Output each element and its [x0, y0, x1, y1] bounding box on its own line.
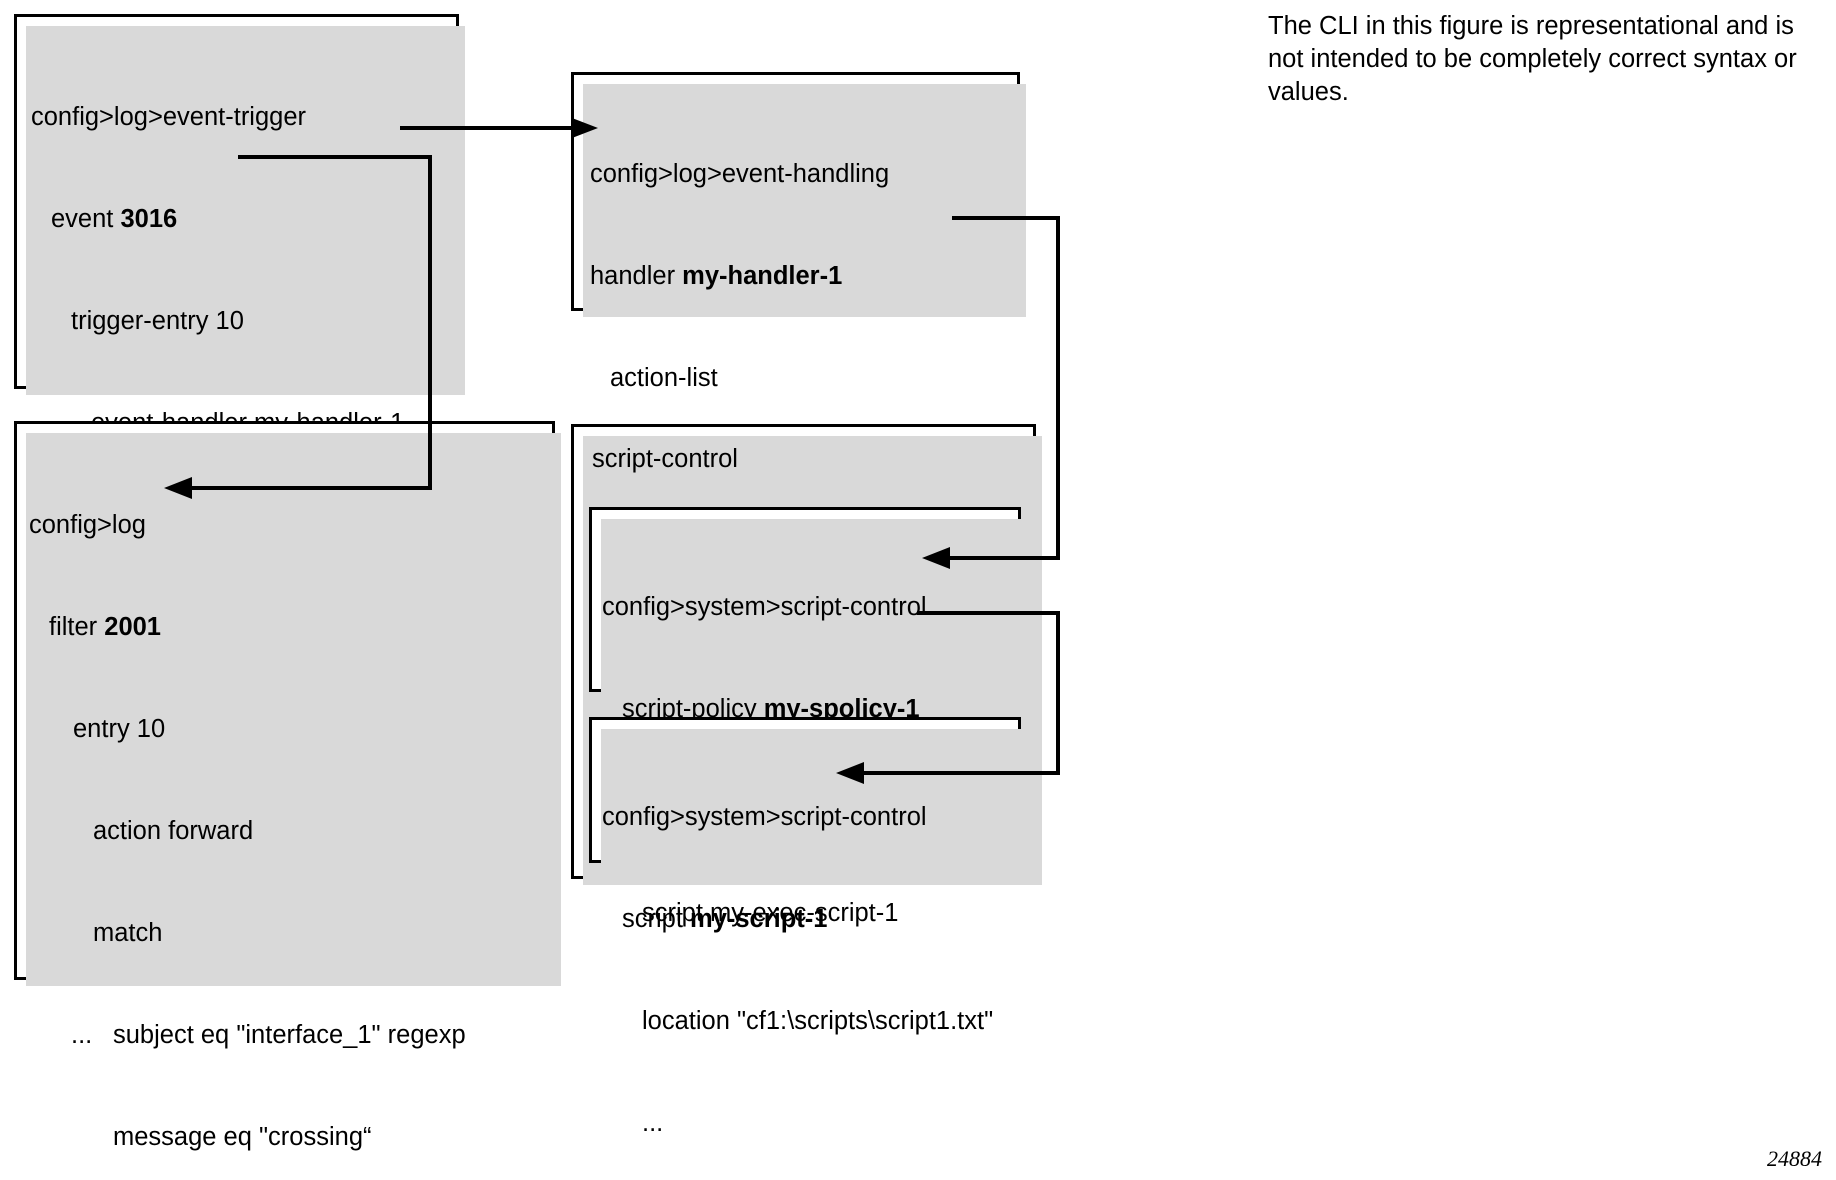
- cli-line: action forward: [29, 814, 550, 848]
- cli-text: location "cf1:\scripts\script1.txt": [642, 1007, 994, 1035]
- cli-text: action forward: [93, 817, 254, 845]
- cli-line: action-list: [590, 361, 935, 395]
- cli-line: entry 10: [29, 712, 550, 746]
- cli-line: script my-exec-script-1: [602, 896, 927, 930]
- cli-line: filter 2001: [29, 610, 550, 644]
- cli-text: script my-exec-script-1: [642, 899, 899, 927]
- cli-line: config>system>script-control: [602, 590, 927, 624]
- cli-text: config>log>event-trigger: [31, 103, 307, 131]
- script-control-title: script-control: [592, 445, 738, 473]
- cli-line: trigger-entry 10: [31, 304, 404, 338]
- cli-line: ...: [31, 1018, 404, 1052]
- cli-text: filter: [49, 613, 105, 641]
- cli-text: script: [622, 905, 691, 933]
- cli-text: match: [93, 919, 163, 947]
- cli-text: trigger-entry 10: [71, 307, 244, 335]
- box-event-trigger: config>log>event-trigger event 3016 trig…: [14, 14, 465, 1049]
- cli-text: config>log: [29, 511, 146, 539]
- cli-line: config>log>event-trigger: [31, 100, 404, 134]
- box-script-policy: config>system>script-control script-poli…: [589, 507, 1027, 927]
- cli-text: ...: [642, 1109, 664, 1137]
- cli-line: ...: [602, 1106, 993, 1140]
- cli-bold: my-script-1: [690, 905, 828, 933]
- cli-line: handler my-handler-1: [590, 259, 935, 293]
- cli-bold: 2001: [104, 613, 161, 641]
- cli-text: ...: [71, 1021, 93, 1049]
- figure-id: 24884: [1767, 1146, 1822, 1171]
- cli-text: entry 10: [73, 715, 166, 743]
- cli-text: message eq "crossing“: [113, 1123, 372, 1151]
- box-log-filters: config>log filter 2001 entry 10 action f…: [14, 421, 561, 1151]
- cli-line: config>log>event-handling: [590, 157, 935, 191]
- figure-note: The CLI in this figure is representation…: [1268, 12, 1797, 106]
- cli-line: event 3016: [31, 202, 404, 236]
- log-cli: config>log filter 2001 entry 10 action f…: [29, 440, 550, 1180]
- cli-line: location "cf1:\scripts\script1.txt": [602, 1004, 993, 1038]
- cli-line: message eq "crossing“: [29, 1120, 550, 1154]
- cli-text: config>system>script-control: [602, 593, 927, 621]
- cli-bold: 3016: [120, 205, 178, 233]
- cli-line: config>system>script-control: [602, 800, 993, 834]
- cli-line: subject eq "interface_1" regexp: [29, 1018, 550, 1052]
- script-cli: config>system>script-control script my-s…: [602, 732, 993, 1180]
- cli-text: event: [51, 205, 121, 233]
- cli-text: handler: [590, 262, 683, 290]
- box-script-control: script-control config>system>script-cont…: [571, 424, 1042, 1137]
- cli-line: config>log: [29, 508, 550, 542]
- cli-text: subject eq "interface_1" regexp: [113, 1021, 466, 1049]
- cli-text: config>log>event-handling: [590, 160, 890, 188]
- cli-text: config>system>script-control: [602, 803, 927, 831]
- box-event-handling: config>log>event-handling handler my-han…: [571, 72, 1026, 800]
- cli-bold: my-handler-1: [682, 262, 843, 290]
- cli-text: action-list: [610, 364, 718, 392]
- cli-line: script my-script-1: [602, 902, 993, 936]
- box-script-definition: config>system>script-control script my-s…: [589, 717, 1027, 1137]
- cli-line: match: [29, 916, 550, 950]
